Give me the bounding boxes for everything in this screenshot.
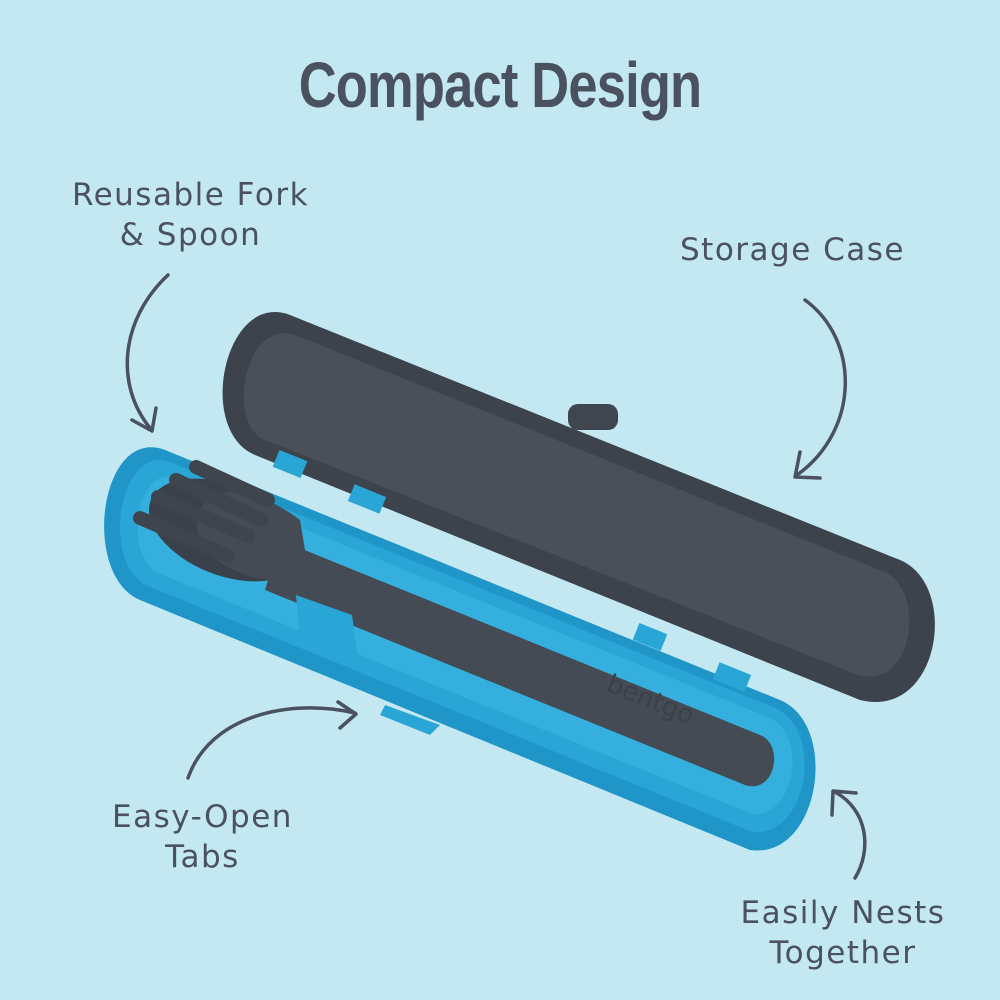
- callout-tabs-line2: Tabs: [165, 839, 240, 875]
- arrow-storage-case-icon: [793, 298, 847, 480]
- arrow-fork-spoon-icon: [125, 273, 170, 433]
- arrow-tabs-icon: [186, 700, 358, 780]
- callout-nests: Easily Nests Together: [718, 893, 968, 973]
- callout-storage-case: Storage Case: [655, 230, 930, 270]
- arrow-nests-icon: [830, 789, 867, 880]
- storage-case-lid-icon: [222, 312, 935, 703]
- callout-nests-line1: Easily Nests: [740, 895, 946, 931]
- callout-storage-case-line1: Storage Case: [679, 232, 905, 268]
- callout-tabs-line1: Easy-Open: [112, 799, 293, 835]
- callout-fork-spoon-line1: Reusable Fork: [71, 177, 310, 213]
- callout-fork-spoon-line2: & Spoon: [119, 217, 262, 253]
- callout-fork-spoon: Reusable Fork & Spoon: [48, 175, 333, 255]
- callout-tabs: Easy-Open Tabs: [90, 797, 315, 877]
- page-title: Compact Design: [298, 49, 702, 121]
- storage-case-base-icon: [104, 447, 816, 851]
- callout-nests-line2: Together: [769, 935, 917, 971]
